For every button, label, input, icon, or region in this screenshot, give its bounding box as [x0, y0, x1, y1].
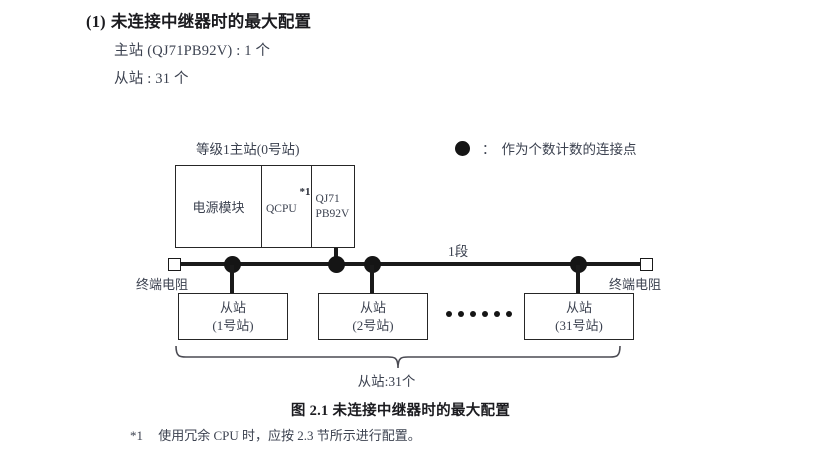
connection-node-slave-2	[364, 256, 381, 273]
slave-station-number: (31号站)	[555, 317, 603, 333]
connection-node-slave-1	[224, 256, 241, 273]
slave-station-number: (2号站)	[352, 317, 394, 333]
ellipsis-dots-icon	[446, 311, 512, 317]
slave-title: 从站	[565, 299, 592, 315]
master-station-rack: 电源模块 QCPU *1 QJ71 PB92V	[175, 165, 355, 248]
drop-line-slave-2	[370, 265, 374, 294]
master-module-label-line1: QJ71	[315, 193, 340, 206]
rack-cell-master-module: QJ71 PB92V	[312, 166, 354, 247]
heading-text: 未连接中继器时的最大配置	[110, 12, 312, 31]
bus-line	[178, 262, 646, 266]
slave-station-box-2: 从站 (2号站)	[318, 293, 428, 340]
master-station-caption: 等级1主站(0号站)	[196, 142, 300, 157]
legend-label: 作为个数计数的连接点	[501, 142, 637, 157]
header-line-master: 主站 (QJ71PB92V) : 1 个	[114, 43, 271, 59]
footnote-marker: *1	[130, 428, 143, 443]
slave-title: 从站	[359, 299, 386, 315]
ellipsis-dot	[458, 311, 464, 317]
connection-node-slave-31	[570, 256, 587, 273]
ellipsis-dot	[446, 311, 452, 317]
ellipsis-dot	[470, 311, 476, 317]
qcpu-label: QCPU	[266, 203, 297, 215]
drop-line-slave-1	[230, 265, 234, 294]
terminal-resistor-right-label: 终端电阻	[609, 277, 662, 292]
ellipsis-dot	[482, 311, 488, 317]
slave-station-box-1: 从站 (1号站)	[178, 293, 288, 340]
footnote: *1 使用冗余 CPU 时，应按 2.3 节所示进行配置。	[130, 425, 421, 444]
master-module-label: QJ71 PB92V	[315, 192, 349, 221]
ellipsis-dot	[494, 311, 500, 317]
filled-circle-icon	[455, 140, 470, 156]
legend: ： 作为个数计数的连接点	[455, 138, 637, 158]
connection-node-master	[328, 256, 345, 273]
section-header: (1) 未连接中继器时的最大配置 主站 (QJ71PB92V) : 1 个 从站…	[86, 8, 686, 88]
slave-count-label: 从站:31个	[0, 370, 821, 390]
segment-label: 1段	[448, 244, 469, 259]
terminal-resistor-right-icon	[640, 258, 653, 271]
slave-count-text: 从站:31个	[357, 374, 416, 389]
power-module-label: 电源模块	[192, 200, 245, 215]
figure-caption-text: 图 2.1 未连接中继器时的最大配置	[290, 403, 511, 419]
slave-station-box-31: 从站 (31号站)	[524, 293, 634, 340]
footnote-text: 使用冗余 CPU 时，应按 2.3 节所示进行配置。	[158, 428, 421, 443]
footnote-marker-icon: *1	[299, 186, 311, 198]
page-title: (1) 未连接中继器时的最大配置	[86, 8, 686, 32]
slave-station-number: (1号站)	[212, 317, 254, 333]
slave-title: 从站	[219, 299, 246, 315]
header-line-slave: 从站 : 31 个	[114, 71, 189, 87]
rack-cell-qcpu: QCPU *1	[262, 166, 313, 247]
terminal-resistor-left-icon	[168, 258, 181, 271]
figure-caption: 图 2.1 未连接中继器时的最大配置	[0, 399, 821, 420]
terminal-resistor-left-label: 终端电阻	[136, 277, 189, 292]
drop-line-slave-31	[576, 265, 580, 294]
rack-cell-power-module: 电源模块	[176, 166, 262, 247]
legend-colon: ：	[482, 142, 496, 157]
master-module-label-line2: PB92V	[315, 207, 350, 220]
slave-count-brace	[175, 345, 621, 369]
ellipsis-dot	[506, 311, 512, 317]
heading-number: (1)	[86, 12, 106, 31]
